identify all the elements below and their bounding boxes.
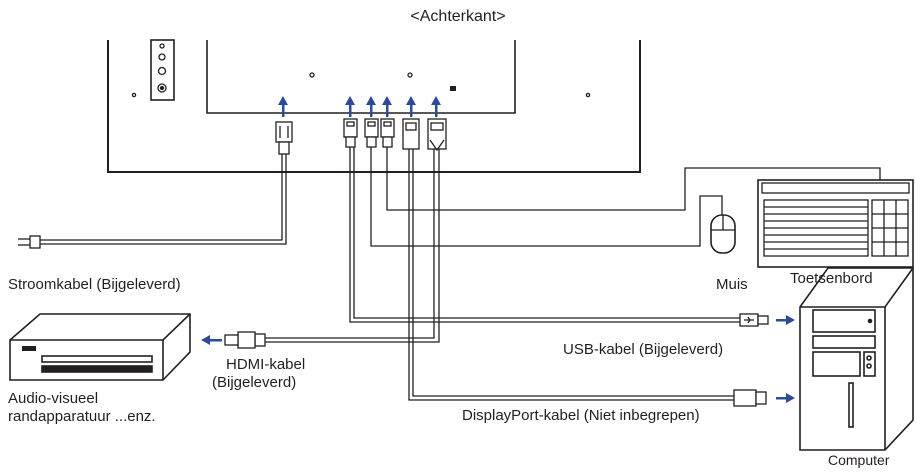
- mouse-label: Muis: [716, 276, 748, 293]
- hdmi-plug-av: [224, 331, 266, 349]
- computer-tower: [799, 267, 914, 451]
- arrow-dp-right: [776, 393, 795, 403]
- hdmi-cable-note: (Bijgeleverd): [212, 374, 297, 391]
- usb-connectors: [343, 118, 395, 148]
- usb-cable-label: USB-kabel (Bijgeleverd): [563, 341, 724, 358]
- diagram-title: <Achterkant>: [410, 8, 506, 25]
- displayport-cable-label: DisplayPort-kabel (Niet inbegrepen): [462, 407, 700, 424]
- keyboard-label: Toetsenbord: [790, 270, 873, 287]
- monitor-rear: [107, 39, 641, 173]
- av-device: [9, 313, 191, 381]
- mouse: [710, 214, 736, 254]
- side-arrows: [201, 315, 795, 403]
- video-connectors: [402, 118, 447, 152]
- arrow-hdmi-left: [201, 335, 222, 345]
- av-device-label: Audio-visueel: [8, 390, 99, 407]
- up-arrow-usb3: [382, 96, 392, 117]
- up-arrow-power: [278, 96, 288, 117]
- up-arrows: [278, 96, 441, 117]
- computer-label: Computer: [828, 452, 890, 468]
- power-cable-label: Stroomkabel (Bijgeleverd): [8, 276, 181, 293]
- cables: [265, 147, 881, 401]
- up-arrow-hdmi: [431, 96, 441, 117]
- power-cable: [18, 121, 293, 249]
- usb-plug-computer: [739, 313, 769, 327]
- dp-plug-computer: [733, 389, 767, 407]
- hdmi-cable-label: HDMI-kabel: [226, 356, 306, 373]
- up-arrow-dp: [406, 96, 416, 117]
- arrow-usb-right: [776, 315, 795, 325]
- av-device-label-line2: randapparatuur ...enz.: [8, 408, 156, 425]
- up-arrow-usb2: [366, 96, 376, 117]
- up-arrow-usb1: [345, 96, 355, 117]
- keyboard: [757, 179, 914, 268]
